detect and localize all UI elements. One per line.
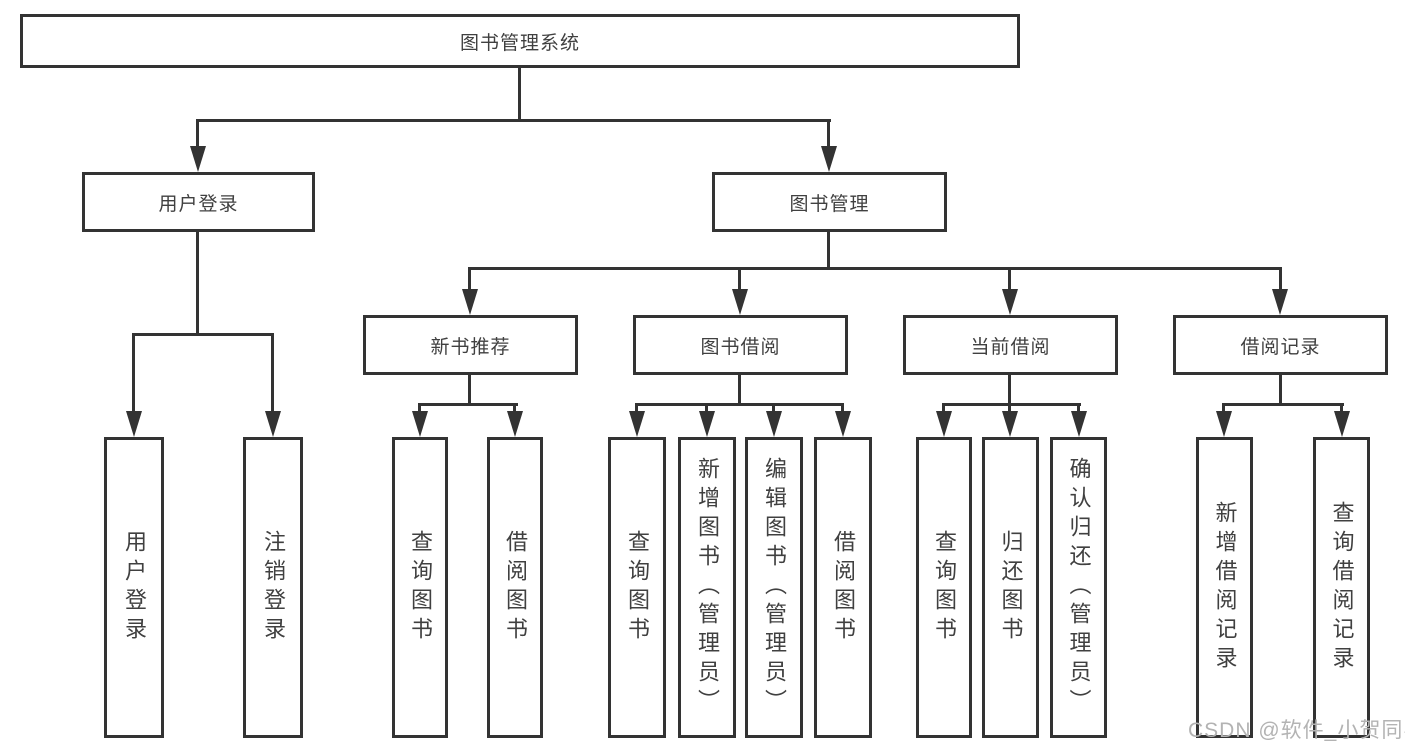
arrow-down bbox=[190, 146, 206, 172]
connector-stem bbox=[418, 403, 421, 413]
leaf-return-book: 归还图书 bbox=[982, 437, 1039, 738]
arrow-down bbox=[732, 289, 748, 315]
connector-stem bbox=[196, 119, 199, 148]
arrow-down bbox=[265, 411, 281, 437]
connector-root-stem bbox=[518, 68, 521, 121]
connector-bus bbox=[418, 403, 518, 406]
leaf-logout: 注销登录 bbox=[243, 437, 303, 738]
leaf-query-book-1: 查询图书 bbox=[392, 437, 448, 738]
node-current-borrow: 当前借阅 bbox=[903, 315, 1118, 375]
leaf-add-book-admin: 新增图书（管理员） bbox=[678, 437, 736, 738]
connector-bus bbox=[132, 333, 274, 336]
arrow-down bbox=[1216, 411, 1232, 437]
connector-stem bbox=[827, 232, 830, 270]
connector-stem bbox=[196, 232, 199, 336]
node-book-borrow: 图书借阅 bbox=[633, 315, 848, 375]
connector-stem bbox=[1077, 403, 1080, 413]
connector-stem bbox=[468, 375, 471, 406]
connector-stem bbox=[841, 403, 844, 413]
arrow-down bbox=[835, 411, 851, 437]
arrow-down bbox=[936, 411, 952, 437]
arrow-down bbox=[766, 411, 782, 437]
connector-stem bbox=[1279, 375, 1282, 406]
arrow-down bbox=[821, 146, 837, 172]
node-root: 图书管理系统 bbox=[20, 14, 1020, 68]
leaf-edit-book-admin: 编辑图书（管理员） bbox=[745, 437, 803, 738]
arrow-down bbox=[699, 411, 715, 437]
connector-stem bbox=[705, 403, 708, 413]
arrow-down bbox=[1272, 289, 1288, 315]
arrow-down bbox=[1002, 411, 1018, 437]
arrow-down bbox=[412, 411, 428, 437]
connector-stem bbox=[271, 333, 274, 413]
connector-stem bbox=[1008, 375, 1011, 406]
connector-stem bbox=[738, 375, 741, 406]
leaf-query-borrow-record: 查询借阅记录 bbox=[1313, 437, 1370, 738]
leaf-confirm-return-admin: 确认归还（管理员） bbox=[1050, 437, 1107, 738]
connector-stem bbox=[738, 267, 741, 291]
connector-stem bbox=[1222, 403, 1225, 413]
arrow-down bbox=[462, 289, 478, 315]
connector-stem bbox=[1279, 267, 1282, 291]
connector-bus bbox=[468, 267, 1282, 270]
connector-stem bbox=[1008, 403, 1011, 413]
connector-root-bus bbox=[196, 119, 831, 122]
connector-stem bbox=[1008, 267, 1011, 291]
node-book-management: 图书管理 bbox=[712, 172, 947, 232]
arrow-down bbox=[126, 411, 142, 437]
connector-stem bbox=[827, 119, 830, 148]
connector-stem bbox=[942, 403, 945, 413]
node-new-book-recommend: 新书推荐 bbox=[363, 315, 578, 375]
leaf-query-book-3: 查询图书 bbox=[916, 437, 972, 738]
node-borrow-records: 借阅记录 bbox=[1173, 315, 1388, 375]
arrow-down bbox=[507, 411, 523, 437]
connector-stem bbox=[468, 267, 471, 291]
connector-stem bbox=[132, 333, 135, 413]
arrow-down bbox=[1071, 411, 1087, 437]
connector-stem bbox=[513, 403, 516, 413]
connector-bus bbox=[942, 403, 1081, 406]
connector-stem bbox=[635, 403, 638, 413]
connector-bus bbox=[635, 403, 844, 406]
connector-bus bbox=[1222, 403, 1344, 406]
connector-stem bbox=[772, 403, 775, 413]
leaf-query-book-2: 查询图书 bbox=[608, 437, 666, 738]
leaf-borrow-book-2: 借阅图书 bbox=[814, 437, 872, 738]
leaf-user-login: 用户登录 bbox=[104, 437, 164, 738]
csdn-watermark: CSDN @软件_小贺同学 bbox=[1188, 719, 1405, 742]
arrow-down bbox=[629, 411, 645, 437]
connector-stem bbox=[1340, 403, 1343, 413]
leaf-borrow-book-1: 借阅图书 bbox=[487, 437, 543, 738]
arrow-down bbox=[1334, 411, 1350, 437]
leaf-add-borrow-record: 新增借阅记录 bbox=[1196, 437, 1253, 738]
node-user-login: 用户登录 bbox=[82, 172, 315, 232]
arrow-down bbox=[1002, 289, 1018, 315]
